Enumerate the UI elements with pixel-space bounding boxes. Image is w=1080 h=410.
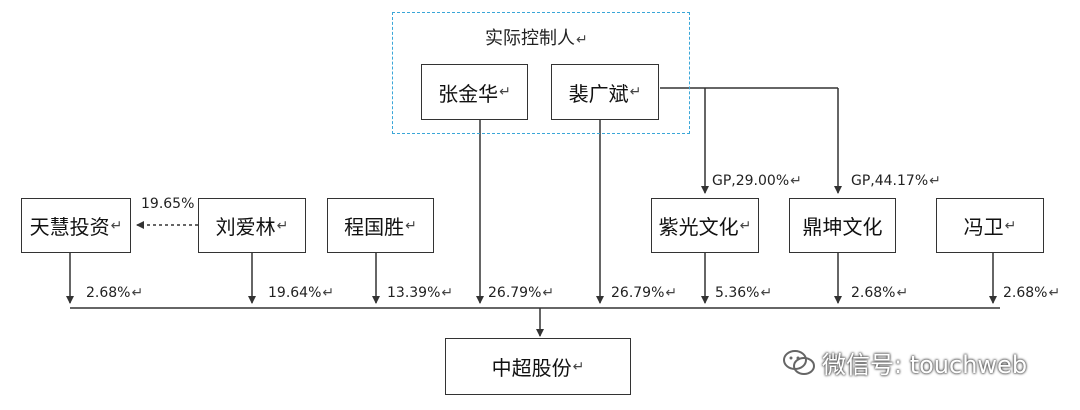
gp-label-ziguang: GP,29.00%↵ xyxy=(712,173,802,189)
holding-fengwei: 2.68%↵ xyxy=(1003,285,1061,301)
holding-liuailin: 19.64%↵ xyxy=(268,285,335,301)
node-dingkun: 鼎坤文化 xyxy=(789,198,896,253)
watermark-text: 微信号: touchweb xyxy=(822,351,1028,379)
node-zhangjinhua: 张金华↵ xyxy=(421,64,528,120)
wechat-watermark: 微信号: touchweb xyxy=(782,345,1027,380)
holding-peiguangbin: 26.79%↵ xyxy=(611,285,678,301)
node-target: 中超股份↵ xyxy=(445,338,631,395)
holding-tianhui: 2.68%↵ xyxy=(86,285,144,301)
gp-label-dingkun: GP,44.17%↵ xyxy=(851,173,941,189)
holding-chengguosheng: 13.39%↵ xyxy=(387,285,454,301)
group-title: 实际控制人↵ xyxy=(485,28,588,49)
node-tianhui: 天慧投资↵ xyxy=(21,198,131,253)
node-fengwei: 冯卫↵ xyxy=(936,198,1044,253)
node-peiguangbin: 裴广斌↵ xyxy=(551,64,659,120)
actual-controller-group xyxy=(392,12,690,134)
node-ziguang: 紫光文化↵ xyxy=(651,198,759,253)
node-chengguosheng: 程国胜↵ xyxy=(327,198,434,253)
holding-zhangjinhua: 26.79%↵ xyxy=(488,285,555,301)
dashed-label: 19.65% xyxy=(141,196,195,212)
node-liuailin: 刘爱林↵ xyxy=(198,198,306,253)
holding-dingkun: 2.68%↵ xyxy=(851,285,909,301)
wechat-icon xyxy=(783,349,815,375)
holding-ziguang: 5.36%↵ xyxy=(715,285,773,301)
